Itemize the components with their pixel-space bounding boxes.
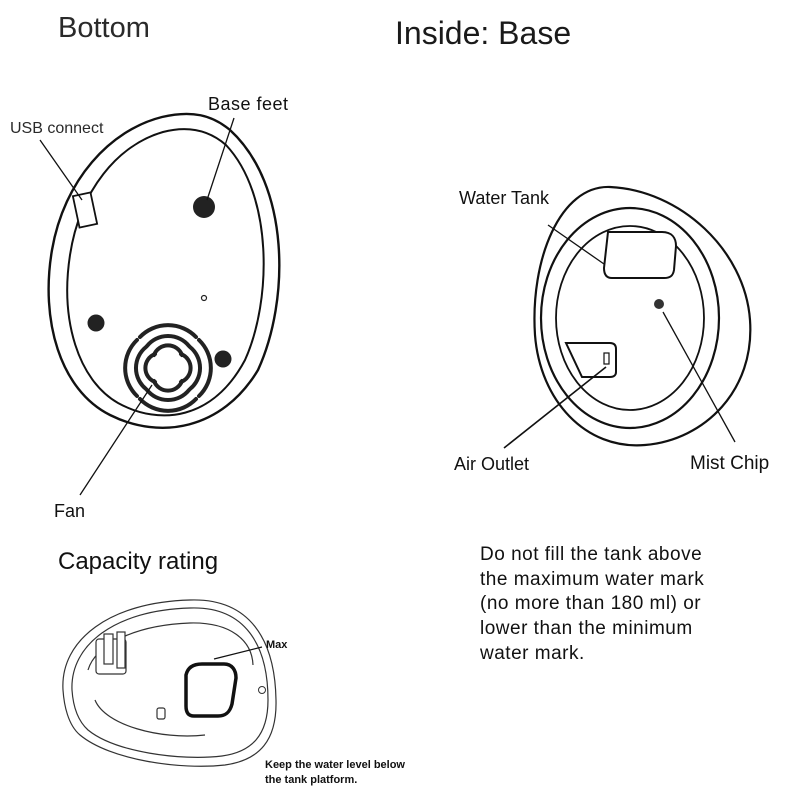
base-rim-outer [539,206,721,430]
fan-leader [79,384,153,496]
base-foot-icon [87,314,105,332]
base-foot-icon [214,350,232,368]
bottom-inner-rim [66,128,265,417]
label-mist-chip: Mist Chip [690,453,770,474]
label-usb-connect: USB connect [10,120,104,137]
note-line: Keep the water level below [265,759,405,771]
water-tank-leader [547,224,605,265]
bottom-outer-shell [47,112,281,429]
note-line: Do not fill the tank above [480,544,703,565]
usb-port-icon [71,191,99,229]
heading-inside-base: Inside: Base [395,15,572,51]
heading-bottom: Bottom [58,12,150,44]
mist-chip-leader [662,311,736,443]
note-line: (no more than 180 ml) or [480,593,702,615]
label-base-feet: Base feet [208,94,289,114]
label-fan: Fan [54,501,86,521]
note-line: the maximum water mark [480,568,705,590]
label-water-tank: Water Tank [459,188,550,208]
base-rim-inner [555,225,705,411]
max-leader [213,646,263,660]
note-line: the tank platform. [265,774,358,787]
label-max: Max [266,639,288,651]
note-line: water mark. [480,642,585,664]
air-outlet-leader [503,366,607,449]
label-air-outlet: Air Outlet [454,454,530,474]
capacity-outer-shell [62,599,277,767]
air-tube-icon [95,631,127,675]
base-feet-leader [206,117,235,201]
mist-chip-icon [654,299,664,309]
note-keep-water-level: Keep the water level below the tank plat… [265,758,465,789]
fan-grille-icon [123,323,213,413]
water-tank-icon [602,231,678,279]
base-outer-shell [533,185,752,447]
base-foot-icon [193,196,215,218]
tank-platform-icon [184,662,238,718]
note-fill-warning: Do not fill the tank above the maximum w… [480,543,780,666]
usb-leader [39,139,83,201]
heading-capacity-rating: Capacity rating [58,548,219,575]
note-line: lower than the minimum [480,618,693,640]
screw-hole-icon [200,294,208,302]
